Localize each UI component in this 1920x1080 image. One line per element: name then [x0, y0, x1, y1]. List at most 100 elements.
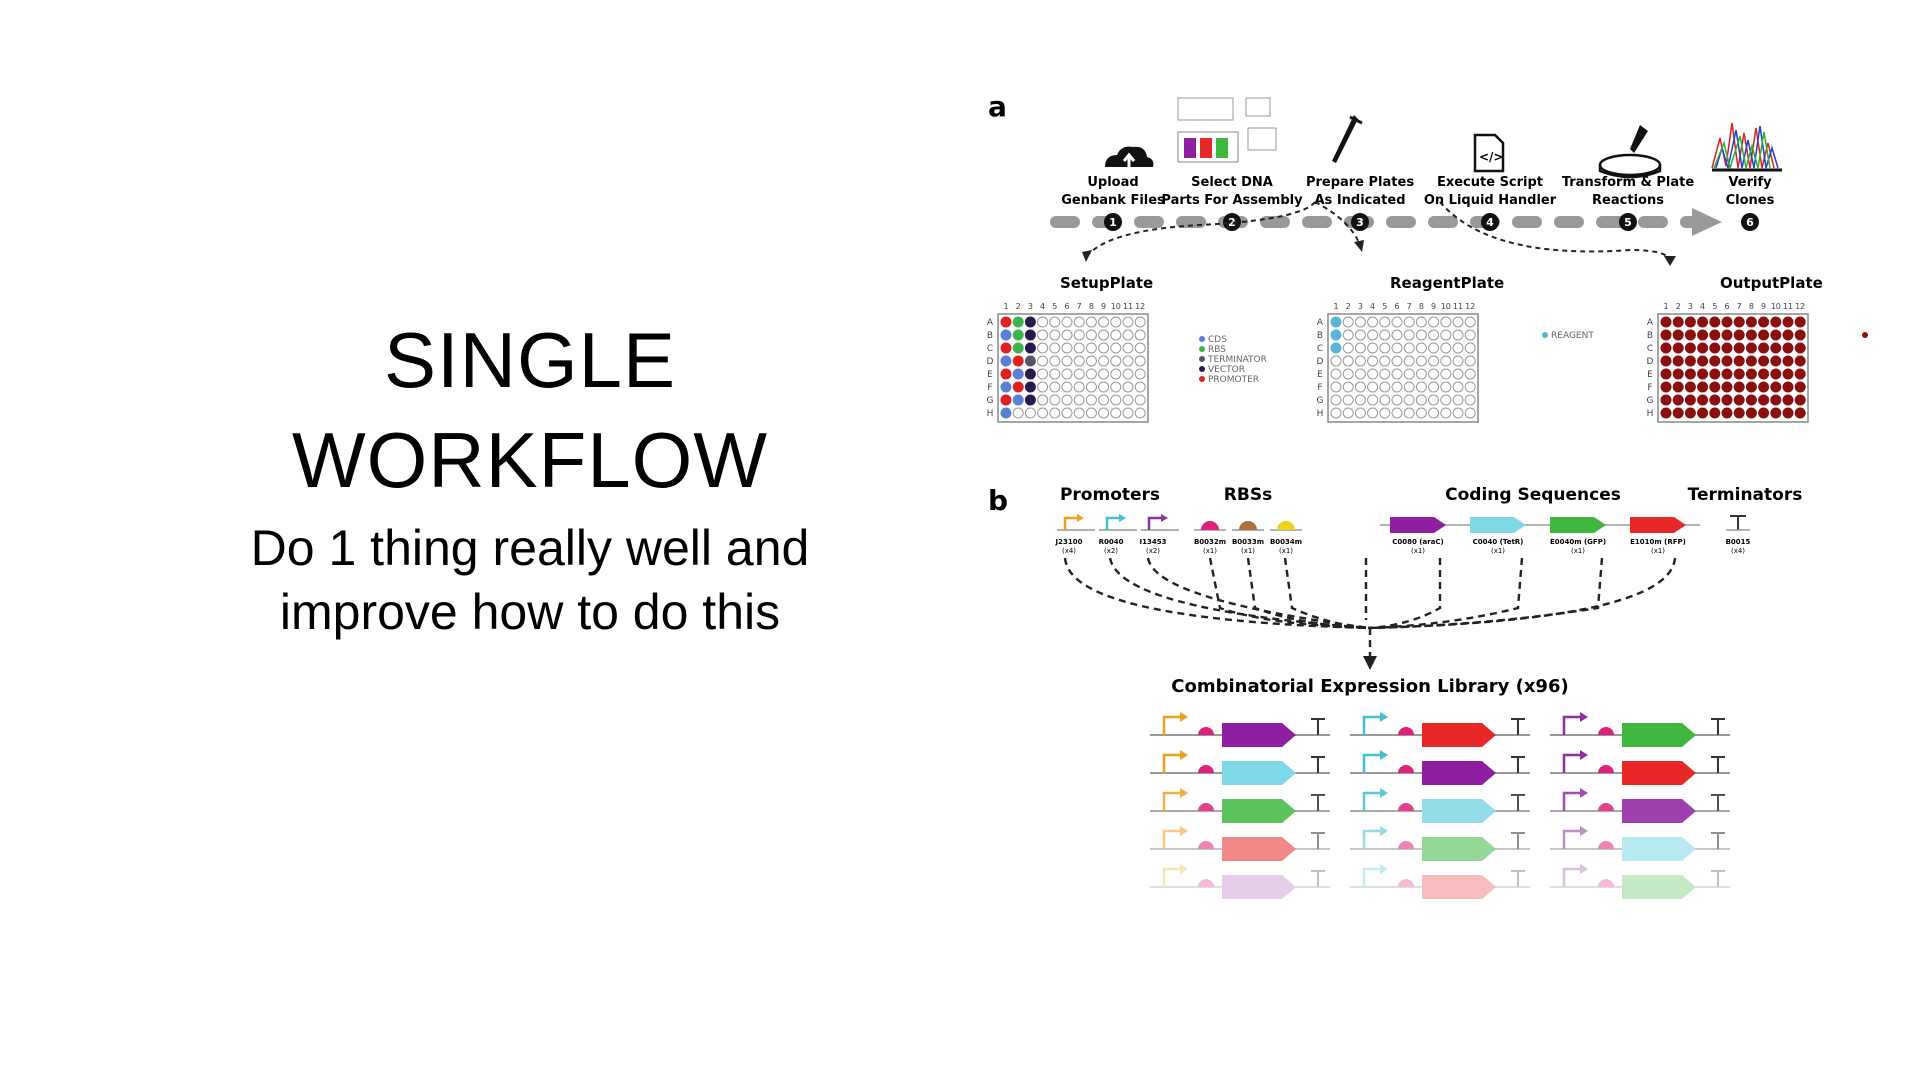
promoter-arrowhead: [1161, 514, 1168, 522]
plate-col-label: 7: [1407, 302, 1412, 311]
plate-well: [1342, 316, 1354, 328]
legend-label: CDS: [1208, 335, 1227, 345]
plate-well: [1415, 316, 1427, 328]
plate-well: [1709, 355, 1721, 367]
step-label-line2: Clones: [1726, 193, 1775, 208]
promoter-arrow-icon: [1562, 791, 1582, 811]
legend-swatch: [1199, 366, 1205, 372]
plate-well: [1012, 342, 1024, 354]
svg-text:</>: </>: [1479, 150, 1504, 164]
plate-col-label: 11: [1783, 302, 1793, 311]
plate-well: [1672, 407, 1684, 419]
plate-col-label: 10: [1111, 302, 1121, 311]
plate-well: [1770, 316, 1782, 328]
rbs-glyph: [1277, 521, 1295, 530]
plate-well: [1342, 381, 1354, 393]
plate-well: [1697, 316, 1709, 328]
rbs-glyph: [1398, 765, 1414, 773]
plate-well: [1085, 394, 1097, 406]
plate-col-label: 11: [1453, 302, 1463, 311]
part-name: B0034m: [1270, 538, 1302, 546]
plate-well: [1464, 394, 1476, 406]
step-label-line1: Prepare Plates: [1306, 175, 1414, 190]
plate-well: [1721, 316, 1733, 328]
plate-well: [1024, 329, 1036, 341]
plate-well: [1367, 407, 1379, 419]
plate-well: [1464, 381, 1476, 393]
legend-label: VECTOR: [1208, 365, 1245, 375]
legend-swatch: [1199, 356, 1205, 362]
plate-well: [1721, 342, 1733, 354]
rbs-glyph: [1201, 521, 1219, 530]
plate-well: [1428, 407, 1440, 419]
cds-glyph: [1622, 837, 1696, 861]
plate-well: [1440, 381, 1452, 393]
plate-well: [1342, 329, 1354, 341]
plate-well: [1782, 368, 1794, 380]
plate-row-label: A: [1317, 318, 1324, 328]
plate-well: [1660, 355, 1672, 367]
plate-well: [1061, 381, 1073, 393]
plate-well: [1085, 381, 1097, 393]
cds-glyph: [1222, 837, 1296, 861]
slide-title-line1: SINGLE: [383, 316, 677, 404]
step-label-line2: Reactions: [1592, 193, 1664, 208]
plate-well: [1745, 368, 1757, 380]
plate-well: [1794, 394, 1806, 406]
plate-well: [1709, 329, 1721, 341]
step-number-badge: [1351, 213, 1369, 231]
promoter-arrow-icon: [1162, 867, 1182, 887]
cds-glyph: [1622, 799, 1696, 823]
plate-col-label: 10: [1771, 302, 1781, 311]
part-name: C0080 (araC): [1392, 538, 1444, 546]
plate-well: [1134, 381, 1146, 393]
plate-row-label: A: [1647, 318, 1654, 328]
plate-well: [1684, 355, 1696, 367]
plate-well: [1134, 407, 1146, 419]
plate-col-label: 12: [1465, 302, 1475, 311]
plate-well: [1061, 355, 1073, 367]
plate-well: [1733, 407, 1745, 419]
plate-well: [1733, 355, 1745, 367]
plate-well: [1367, 316, 1379, 328]
plate-well: [1391, 342, 1403, 354]
cds-part: E0040m (GFP)(x1): [1540, 517, 1620, 555]
part-count: (x2): [1104, 547, 1118, 555]
plate-well: [1367, 329, 1379, 341]
plate-well: [1037, 381, 1049, 393]
plate-well: [1672, 368, 1684, 380]
plate-well: [1391, 329, 1403, 341]
cds-glyph: [1222, 799, 1296, 823]
rbs-glyph: [1598, 803, 1614, 811]
plate-well: [1391, 355, 1403, 367]
plate-well: [1672, 342, 1684, 354]
cds-glyph: [1550, 517, 1606, 533]
plate-outline: [1657, 313, 1809, 423]
step-number: 5: [1624, 216, 1632, 229]
plate-well: [1037, 329, 1049, 341]
plate-well: [1024, 342, 1036, 354]
output-plate: OutputPlate123456789101112ABCDEFGHASSEMB…: [1647, 274, 1868, 423]
plate-well: [1049, 368, 1061, 380]
plate-well: [1660, 368, 1672, 380]
plate-well: [1391, 394, 1403, 406]
plate-well: [1697, 342, 1709, 354]
legend-swatch: [1542, 332, 1548, 338]
plate-well: [1367, 355, 1379, 367]
promoter-arrowhead: [1380, 712, 1388, 722]
plate-title: OutputPlate: [1720, 274, 1823, 292]
panel-label-a: a: [988, 90, 1007, 123]
plate-well: [1098, 394, 1110, 406]
plate-row-label: E: [1647, 370, 1653, 380]
promoter-arrow-icon: [1562, 753, 1582, 773]
plate-well: [1342, 355, 1354, 367]
plate-well: [1709, 394, 1721, 406]
plate-well: [1073, 316, 1085, 328]
plate-well: [1697, 394, 1709, 406]
slide-subtitle-line1: Do 1 thing really well and: [250, 520, 810, 576]
plate-col-label: 5: [1712, 302, 1717, 311]
plate-title: ReagentPlate: [1390, 274, 1504, 292]
step-number: 2: [1228, 216, 1236, 229]
promoter-arrow-icon: [1562, 829, 1582, 849]
